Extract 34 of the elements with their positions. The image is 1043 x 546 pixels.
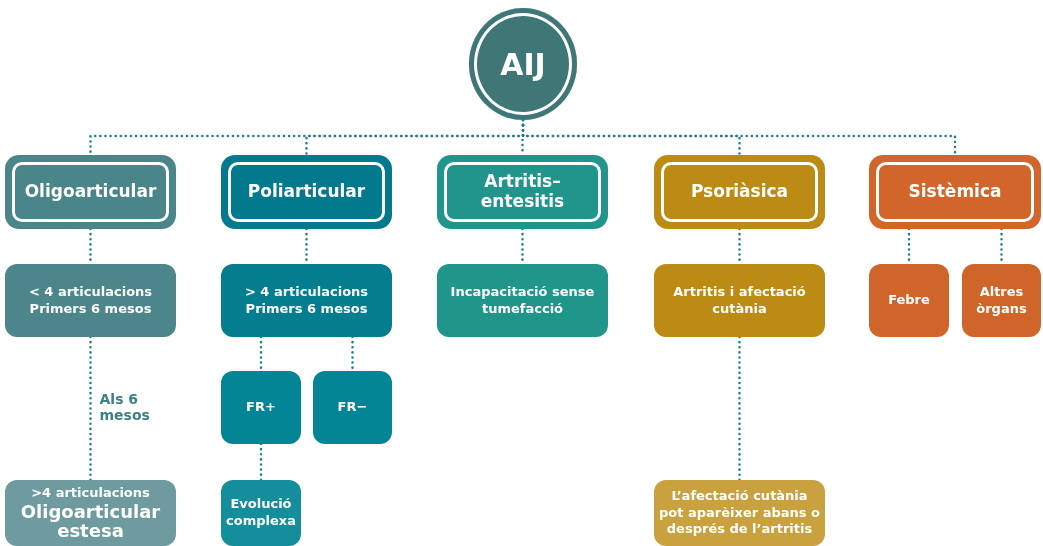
detail-text: Altres òrgans bbox=[975, 283, 1028, 318]
detail-text: < 4 articulacions Primers 6 mesos bbox=[27, 283, 154, 318]
detail-box bbox=[221, 480, 301, 546]
category-label: Psoriàsica bbox=[661, 162, 818, 222]
category-box bbox=[654, 155, 825, 229]
category-label: Oligoarticular bbox=[12, 162, 169, 222]
detail-text: Febre bbox=[888, 292, 930, 309]
detail-box bbox=[5, 264, 176, 337]
category-box bbox=[5, 155, 176, 229]
detail-box bbox=[962, 264, 1041, 337]
category-box bbox=[221, 155, 392, 229]
category-label: Sistèmica bbox=[876, 162, 1034, 222]
root-label: AIJ bbox=[500, 46, 546, 82]
detail-box bbox=[654, 264, 825, 337]
detail-text: L’afectació cutània pot aparèixer abans o després de l’artritis bbox=[658, 487, 821, 539]
detail-box bbox=[221, 371, 301, 444]
detail-box bbox=[5, 480, 176, 546]
detail-box bbox=[221, 264, 392, 337]
detail-text: FR− bbox=[337, 399, 368, 416]
category-box bbox=[869, 155, 1041, 229]
detail-box bbox=[869, 264, 949, 337]
category-box bbox=[437, 155, 608, 229]
detail-box bbox=[654, 480, 825, 546]
detail-text: Artritis i afectació cutània bbox=[672, 283, 807, 318]
detail-text: FR+ bbox=[246, 399, 276, 416]
detail-text: >4 articulacions bbox=[31, 484, 150, 502]
detail-text: Evolució complexa bbox=[225, 496, 297, 530]
category-label: Artritis– entesitis bbox=[444, 162, 601, 222]
category-label: Poliarticular bbox=[228, 162, 385, 222]
detail-text: > 4 articulacions Primers 6 mesos bbox=[243, 283, 370, 318]
subtype-label: Oligoarticular estesa bbox=[19, 501, 162, 542]
detail-text: Incapacitació sense tumefacció bbox=[449, 283, 596, 318]
detail-box bbox=[437, 264, 608, 337]
detail-box bbox=[313, 371, 392, 444]
